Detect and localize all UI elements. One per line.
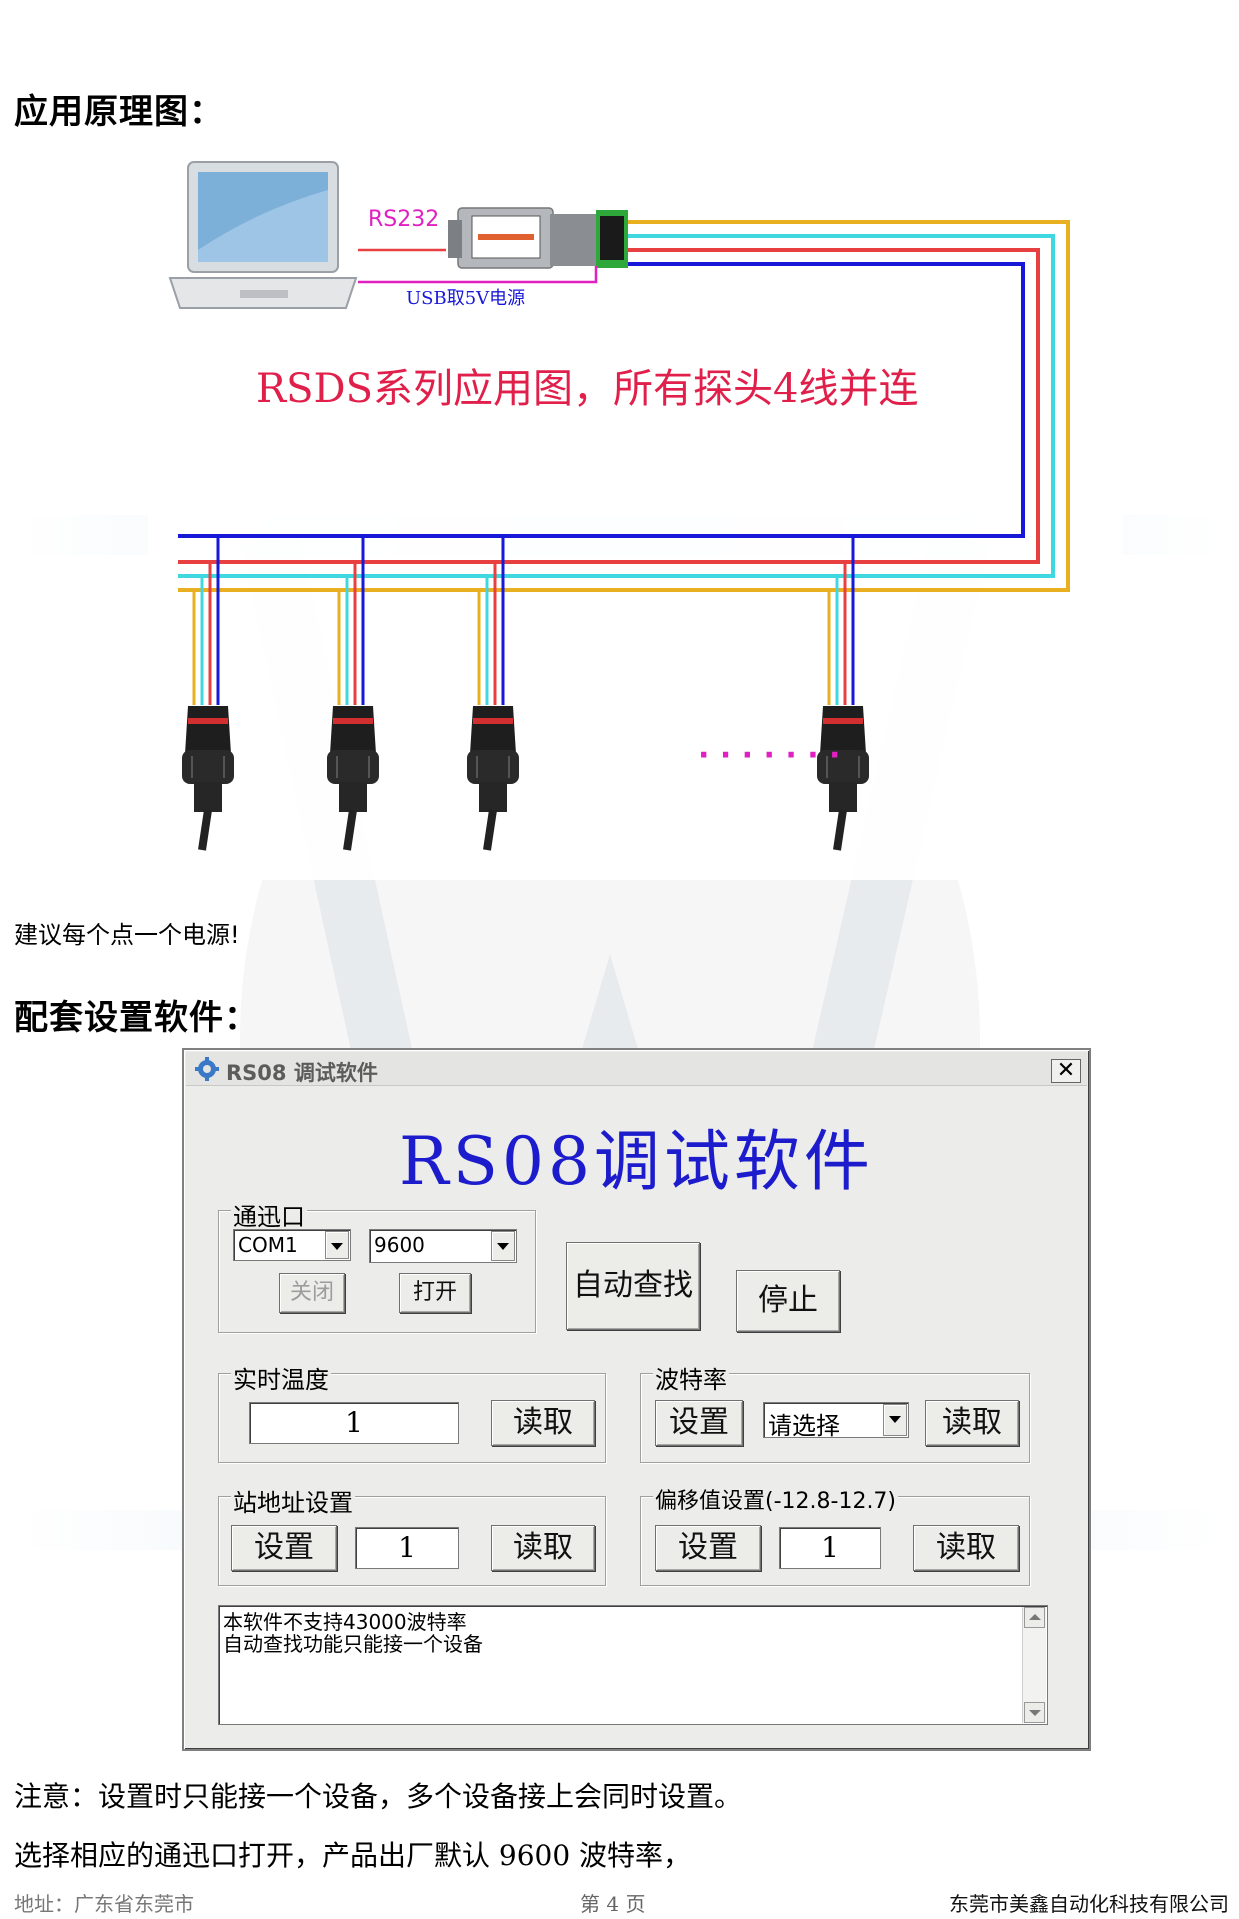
temp-read-button[interactable]: 读取 bbox=[491, 1400, 595, 1446]
port-select-value: COM1 bbox=[238, 1233, 298, 1257]
baud-select[interactable]: 9600 bbox=[369, 1229, 517, 1263]
offset-read-button[interactable]: 读取 bbox=[913, 1525, 1019, 1571]
probe-icon bbox=[467, 706, 519, 851]
instruction-note: 选择相应的通迅口打开，产品出厂默认 9600 波特率， bbox=[14, 1839, 692, 1872]
stop-button[interactable]: 停止 bbox=[736, 1270, 840, 1332]
temperature-field: 1 bbox=[249, 1402, 459, 1444]
rs232-label: RS232 bbox=[368, 207, 439, 232]
baud-rate-select-value: 请选择 bbox=[768, 1412, 840, 1440]
baud-rate-label: 波特率 bbox=[653, 1360, 729, 1395]
chevron-down-icon[interactable] bbox=[883, 1404, 907, 1436]
diagram-caption: RSDS系列应用图，所有探头4线并连 bbox=[256, 366, 918, 412]
memo-line: 本软件不支持43000波特率 bbox=[223, 1610, 467, 1634]
warning-note: 注意：设置时只能接一个设备，多个设备接上会同时设置。 bbox=[14, 1780, 743, 1813]
scroll-up-icon[interactable] bbox=[1024, 1607, 1045, 1628]
gear-icon bbox=[195, 1057, 219, 1081]
close-port-button[interactable]: 关闭 bbox=[279, 1273, 345, 1313]
rs232-converter-icon bbox=[448, 207, 628, 269]
footer-company: 东莞市美鑫自动化科技有限公司 bbox=[949, 1892, 1229, 1916]
address-read-button[interactable]: 读取 bbox=[491, 1525, 595, 1571]
app-big-title: RS08调试软件 bbox=[399, 1123, 874, 1200]
probe-icon bbox=[327, 706, 379, 851]
laptop-icon bbox=[168, 161, 358, 309]
port-group-label: 通迅口 bbox=[231, 1197, 307, 1232]
offset-label: 偏移值设置(-12.8-12.7) bbox=[653, 1483, 899, 1515]
port-group: 通迅口 COM1 9600 关闭 打开 bbox=[218, 1197, 536, 1333]
station-address-group: 站地址设置 设置 1 读取 bbox=[218, 1483, 606, 1586]
section-heading-software: 配套设置软件： bbox=[14, 998, 259, 1038]
power-suggestion: 建议每个点一个电源! bbox=[14, 921, 240, 949]
realtime-temp-group: 实时温度 1 读取 bbox=[218, 1360, 606, 1463]
page-footer: 地址：广东省东莞市 第 4 页 东莞市美鑫自动化科技有限公司 bbox=[0, 1884, 1239, 1916]
info-memo[interactable]: 本软件不支持43000波特率 自动查找功能只能接一个设备 bbox=[218, 1605, 1048, 1725]
realtime-temp-label: 实时温度 bbox=[231, 1360, 331, 1395]
rs08-debug-window: RS08 调试软件 ✕ RS08调试软件 通迅口 COM1 9600 关闭 打开… bbox=[182, 1048, 1091, 1751]
offset-set-button[interactable]: 设置 bbox=[655, 1525, 761, 1571]
probe-icon bbox=[817, 706, 869, 851]
footer-address: 地址：广东省东莞市 bbox=[14, 1892, 194, 1916]
more-probes-dots: · · · · · · · bbox=[698, 738, 840, 773]
close-button[interactable]: ✕ bbox=[1051, 1059, 1081, 1083]
address-field[interactable]: 1 bbox=[355, 1527, 459, 1569]
footer-page-number: 第 4 页 bbox=[580, 1892, 646, 1916]
offset-group: 偏移值设置(-12.8-12.7) 设置 1 读取 bbox=[640, 1483, 1030, 1586]
application-diagram: RS232 USB取5V电源 RSDS系列应用图，所有探头4线并连 · · · … bbox=[148, 150, 1123, 880]
baud-read-button[interactable]: 读取 bbox=[925, 1400, 1019, 1446]
chevron-down-icon[interactable] bbox=[325, 1231, 349, 1259]
auto-find-button[interactable]: 自动查找 bbox=[566, 1242, 700, 1330]
window-title: RS08 调试软件 bbox=[226, 1061, 378, 1085]
section-heading-principle: 应用原理图： bbox=[14, 92, 224, 132]
chevron-down-icon[interactable] bbox=[491, 1231, 515, 1261]
memo-scrollbar[interactable] bbox=[1022, 1607, 1046, 1723]
address-set-button[interactable]: 设置 bbox=[231, 1525, 337, 1571]
offset-field[interactable]: 1 bbox=[779, 1527, 881, 1569]
baud-rate-group: 波特率 设置 请选择 读取 bbox=[640, 1360, 1030, 1463]
open-port-button[interactable]: 打开 bbox=[399, 1273, 471, 1313]
baud-rate-select[interactable]: 请选择 bbox=[763, 1402, 909, 1440]
usb-power-label: USB取5V电源 bbox=[406, 288, 525, 309]
window-titlebar[interactable]: RS08 调试软件 ✕ bbox=[186, 1052, 1087, 1086]
station-address-label: 站地址设置 bbox=[231, 1483, 355, 1518]
port-select[interactable]: COM1 bbox=[233, 1229, 351, 1261]
probe-icon bbox=[182, 706, 234, 851]
memo-line: 自动查找功能只能接一个设备 bbox=[223, 1632, 483, 1656]
scroll-down-icon[interactable] bbox=[1024, 1702, 1045, 1723]
baud-select-value: 9600 bbox=[374, 1233, 425, 1257]
baud-set-button[interactable]: 设置 bbox=[655, 1400, 743, 1446]
